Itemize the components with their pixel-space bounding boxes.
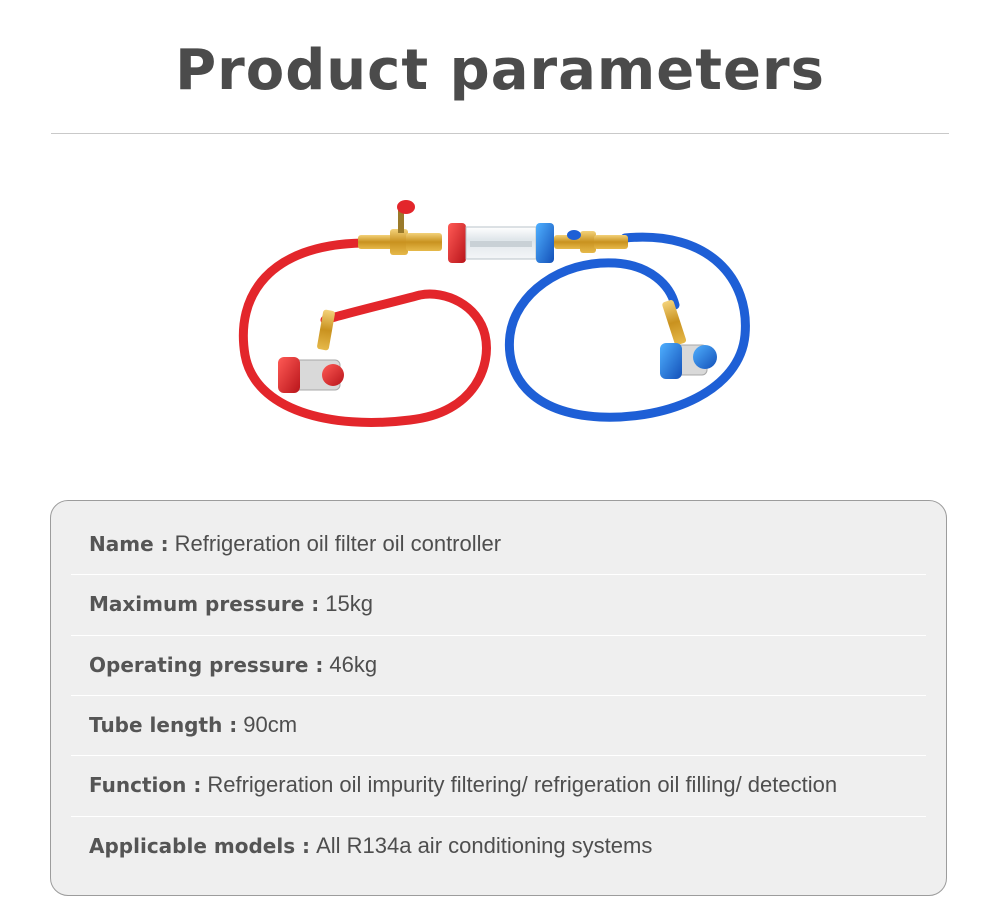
spec-row-tube-length: Tube length : 90cm	[71, 695, 926, 755]
row-divider	[71, 635, 926, 636]
spec-label: Maximum pressure :	[89, 592, 320, 616]
spec-value: Refrigeration oil filter oil controller	[174, 531, 502, 556]
spec-value: 90cm	[243, 712, 298, 737]
blue-hose	[504, 232, 750, 422]
row-divider	[71, 695, 926, 696]
spec-label: Operating pressure :	[89, 653, 324, 677]
specs-panel: Name : Refrigeration oil filter oil cont…	[50, 500, 947, 896]
spec-label: Name :	[89, 532, 169, 556]
row-divider	[71, 574, 926, 575]
row-divider	[71, 755, 926, 756]
spec-label: Function :	[89, 773, 202, 797]
spec-row-name: Name : Refrigeration oil filter oil cont…	[71, 514, 926, 574]
row-divider	[71, 816, 926, 817]
spec-label: Applicable models :	[89, 834, 311, 858]
spec-row-maximum-pressure: Maximum pressure : 15kg	[71, 574, 926, 634]
page-title: Product parameters	[175, 38, 825, 103]
spec-value: 46kg	[329, 652, 378, 677]
product-image	[238, 200, 750, 427]
title-divider	[51, 133, 949, 134]
spec-value: Refrigeration oil impurity filtering/ re…	[207, 772, 838, 797]
spec-row-applicable-models: Applicable models : All R134a air condit…	[71, 816, 926, 876]
spec-value: 15kg	[325, 591, 373, 616]
spec-row-function: Function : Refrigeration oil impurity fi…	[71, 755, 926, 815]
spec-row-operating-pressure: Operating pressure : 46kg	[71, 635, 926, 695]
red-hose	[238, 238, 491, 427]
spec-label: Tube length :	[89, 713, 238, 737]
spec-value: All R134a air conditioning systems	[316, 833, 653, 858]
